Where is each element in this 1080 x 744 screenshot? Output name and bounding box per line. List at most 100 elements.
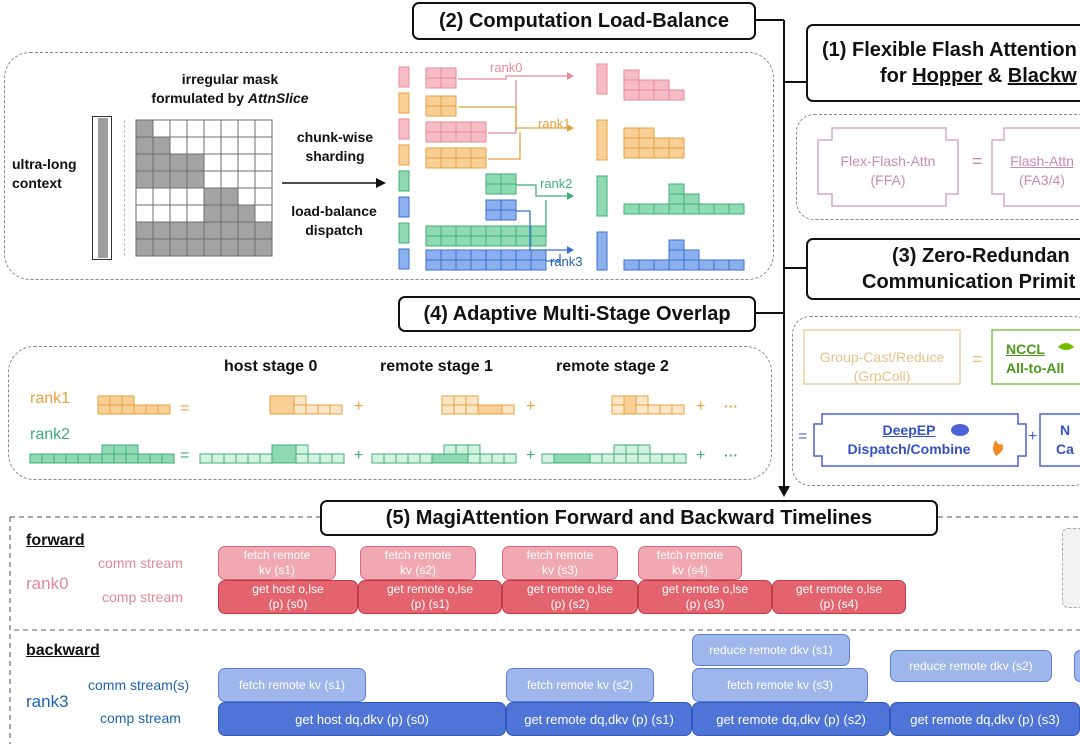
bwd-comm-text: comm stream(s) xyxy=(88,677,190,693)
context-label-line2: context xyxy=(12,175,62,191)
timeline-side-panel xyxy=(1062,528,1080,608)
overlap-panel xyxy=(8,346,772,480)
fwd-comp-s2: get remote o,lse(p) (s2) xyxy=(502,580,638,614)
overlap-r2-s2 xyxy=(589,453,603,464)
overlap-r2-s0 xyxy=(295,444,309,455)
overlap-r2-s1 xyxy=(479,453,493,464)
rank3-route-b xyxy=(546,254,561,262)
overlap-r2-block xyxy=(137,453,151,464)
chunk-label-line1: chunk-wise xyxy=(296,129,374,145)
fwd-comp-text: comp stream xyxy=(102,589,183,605)
overlap-r2-s0 xyxy=(307,453,321,464)
overlap-r2-block xyxy=(77,453,91,464)
fwd-comp-s4-l1: get remote o,lse xyxy=(795,582,883,596)
bwd-comp-s3: get remote dq,dkv (p) (s3) xyxy=(890,702,1080,736)
overlap-r2-block xyxy=(101,453,115,464)
overlap-r2-block xyxy=(65,453,79,464)
rank1-text: rank1 xyxy=(538,116,571,131)
flex-sub-blackwell: Blackw xyxy=(1007,65,1077,87)
rank0-route-b xyxy=(488,80,517,134)
fwd-comp-s1-l1: get remote o,lse xyxy=(386,582,474,596)
bwd-comm-label: comm stream(s) xyxy=(88,677,189,693)
bwd-fetch-s2: fetch remote kv (s2) xyxy=(506,668,654,702)
bwd-reduce-s1: reduce remote dkv (s1) xyxy=(692,634,850,666)
overlap-r1-s1 xyxy=(441,395,455,406)
overlap-r2-block xyxy=(113,444,127,455)
comm-panel xyxy=(792,316,1080,486)
fwd-rank0-text: rank0 xyxy=(26,574,69,593)
shard-chunk xyxy=(398,92,410,114)
overlap-r1-plus3: + xyxy=(696,398,705,416)
overlap-r2-s0 xyxy=(295,453,309,464)
rank0-route-head xyxy=(567,72,574,80)
overlap-r1-block xyxy=(121,395,135,406)
comm-equals-text: = xyxy=(972,349,983,369)
deepep-plus: + xyxy=(1028,428,1037,446)
overlap-rank2-text: rank2 xyxy=(30,426,71,443)
fwd-fetch-s4-l2: kv (s4) xyxy=(672,563,708,577)
flex-attn-title: (1) Flexible Flash Attention for Hopper … xyxy=(806,24,1080,102)
rank2-result xyxy=(683,193,700,205)
fwd-comp-s0: get host o,lse(p) (s0) xyxy=(218,580,358,614)
zero-redundant-title: (3) Zero-Redundan Communication Primit xyxy=(806,238,1080,300)
overlap-title: (4) Adaptive Multi-Stage Overlap xyxy=(398,296,756,332)
backward-text: backward xyxy=(26,642,100,659)
overlap-r2-s0 xyxy=(199,453,213,464)
overlap-r1-block xyxy=(97,404,111,415)
bwd-comp-s1-text: get remote dq,dkv (p) (s1) xyxy=(524,711,674,727)
rank2-route-head xyxy=(567,192,574,200)
fwd-comp-s0-l2: (p) (s0) xyxy=(268,597,308,611)
shard-chunk xyxy=(398,66,410,88)
rank-chunk xyxy=(596,231,608,271)
flex-attn-title-line2: for Hopper & Blackw xyxy=(822,63,1077,89)
overlap-r1-s2 xyxy=(611,404,625,415)
overlap-r1-plus3-text: + xyxy=(696,398,706,415)
ffa-equals-text: = xyxy=(972,151,983,171)
rank1-label: rank1 xyxy=(538,116,571,131)
overlap-r1-block xyxy=(133,404,147,415)
fwd-fetch-s1-l1: fetch remote xyxy=(243,548,311,562)
stage0-text: host stage 0 xyxy=(224,358,318,375)
fwd-fetch-s1-l2: kv (s1) xyxy=(259,563,295,577)
overlap-r2-block xyxy=(101,444,115,455)
bwd-comp-s0: get host dq,dkv (p) (s0) xyxy=(218,702,506,736)
rank0-result xyxy=(623,69,640,81)
fwd-comp-s4: get remote o,lse(p) (s4) xyxy=(772,580,906,614)
bwd-fetch-s3-text: fetch remote kv (s3) xyxy=(726,677,834,692)
forward-label: forward xyxy=(26,532,85,550)
overlap-r1-block xyxy=(157,404,171,415)
overlap-r2-s2 xyxy=(625,444,639,455)
overlap-r2-s1-hl xyxy=(431,453,469,464)
grpcoll-label-line2: (GrpColl) xyxy=(853,368,911,384)
overlap-r1-s2 xyxy=(611,395,625,406)
fwd-comp-s1: get remote o,lse(p) (s1) xyxy=(358,580,502,614)
overlap-r2-s2 xyxy=(613,453,627,464)
overlap-r2-s1 xyxy=(467,453,481,464)
rank2-label: rank2 xyxy=(540,176,573,191)
overlap-r2-s2 xyxy=(625,453,639,464)
stage0-label: host stage 0 xyxy=(224,358,317,376)
rank2-text: rank2 xyxy=(540,176,573,191)
overlap-r2-s0 xyxy=(331,453,345,464)
fwd-comp-s2-l1: get remote o,lse xyxy=(526,582,614,596)
overlap-r2-block xyxy=(149,453,163,464)
shard-chunk xyxy=(398,144,410,166)
rank1-result xyxy=(638,127,655,139)
fwd-fetch-s2-l2: kv (s2) xyxy=(400,563,436,577)
backward-label: backward xyxy=(26,642,100,660)
zero-redundant-title-line2: Communication Primit xyxy=(862,271,1076,293)
bwd-comp-s1: get remote dq,dkv (p) (s1) xyxy=(506,702,692,736)
chunk-label-line2: sharding xyxy=(305,148,365,164)
mask-cell xyxy=(254,238,273,257)
rank3-result xyxy=(728,259,745,271)
overlap-r2-s2 xyxy=(613,444,627,455)
overlap-r2-s0 xyxy=(223,453,237,464)
context-bar-outline xyxy=(92,116,112,260)
shard-chunk xyxy=(398,196,410,218)
mask-caption-line1: irregular mask xyxy=(181,71,279,87)
ffa-label-line2: (FFA) xyxy=(870,172,906,188)
